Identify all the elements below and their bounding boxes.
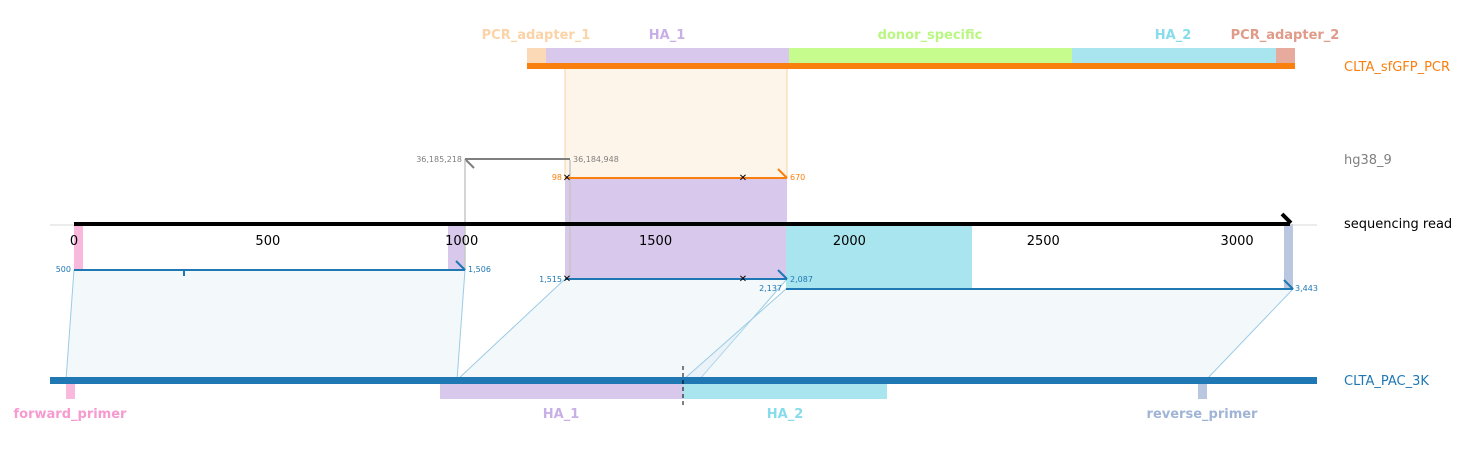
plasmid-coord-seg2-start: 1,515 (539, 275, 562, 284)
pcr-feature-label-ha-1: HA_1 (649, 28, 686, 43)
pcr-feature-label-adapter-2: PCR_adapter_2 (1231, 28, 1340, 43)
plasmid-feature-reverse-primer (1198, 382, 1207, 399)
pcr-feature-label-ha-2: HA_2 (1155, 28, 1192, 43)
pcr-alignment-mismatch-2: ✕ (739, 173, 747, 184)
pcr-alignment-strand-hook (777, 168, 788, 179)
forward-primer-read-highlight (74, 224, 83, 270)
plasmid-feature-forward-primer (66, 382, 75, 399)
ha1-read-highlight (565, 178, 787, 279)
plasmid-alignment-mismatch-1: ✕ (563, 274, 571, 285)
plasmid-feature-ha-1 (440, 382, 683, 399)
pcr-alignment: ✕ ✕ 98 670 (552, 168, 805, 184)
plasmid-coord-seg3-start: 2,137 (759, 284, 782, 293)
plasmid-connector-3 (681, 288, 1295, 381)
read-axis-tick-label: 1000 (445, 234, 478, 249)
pcr-feature-label-adapter-1: PCR_adapter_1 (482, 28, 591, 43)
ha2-read-highlight (786, 224, 972, 289)
ha1-read-left-highlight (448, 224, 465, 270)
plasmid-feature-label-forward-primer: forward_primer (14, 407, 128, 422)
plasmid-track-label: CLTA_PAC_3K (1344, 374, 1429, 389)
genome-coord-left: 36,185,218 (416, 155, 462, 164)
pcr-alignment-mismatch-1: ✕ (563, 173, 571, 184)
plasmid-alignment-mismatch-2: ✕ (739, 274, 747, 285)
read-axis-tick-label: 2500 (1027, 234, 1060, 249)
plasmid-alignment-hook-3 (1283, 279, 1294, 290)
pcr-feature-donor-specific (789, 48, 1072, 65)
pcr-alignment-coord-end: 670 (790, 173, 805, 182)
pcr-backbone (527, 63, 1295, 69)
plasmid-coord-seg2-end: 2,087 (790, 275, 813, 284)
read-axis-tick-label: 3000 (1221, 234, 1254, 249)
plasmid-connector-1 (65, 269, 466, 381)
plasmid-alignment-hook-2 (777, 269, 788, 280)
read-axis-ticks: 0 500 1000 1500 2000 2500 3000 (70, 234, 1254, 249)
plasmid-feature-label-reverse-primer: reverse_primer (1147, 407, 1259, 422)
genome-track: 36,185,218 36,184,948 hg38_9 (416, 153, 1392, 279)
plasmid-coord-seg1-end: 1,506 (468, 265, 491, 274)
pcr-alignment-coord-start: 98 (552, 173, 562, 182)
genome-coord-right: 36,184,948 (573, 155, 619, 164)
pcr-track-label: CLTA_sfGFP_PCR (1344, 60, 1450, 75)
genome-strand-hook (464, 158, 475, 169)
pcr-feature-ha-2 (1072, 48, 1276, 65)
pcr-highlight-region (564, 65, 788, 179)
plasmid-alignment-hook-1 (455, 260, 466, 271)
pcr-feature-adapter-1 (527, 48, 546, 65)
genome-track-label: hg38_9 (1344, 153, 1392, 168)
pcr-feature-label-donor-specific: donor_specific (878, 28, 983, 43)
read-axis-tick-label: 2000 (833, 234, 866, 249)
plasmid-coord-seg1-start: 500 (56, 265, 71, 274)
plasmid-track: forward_primer HA_1 HA_2 reverse_primer … (14, 366, 1429, 422)
read-axis-tick-label: 1500 (639, 234, 672, 249)
read-axis-arrowhead (1280, 212, 1293, 225)
read-axis-tick-label: 500 (255, 234, 280, 249)
plasmid-feature-ha-2 (683, 382, 887, 399)
plasmid-alignments: 500 1,506 ✕ ✕ 1,515 2,087 2,137 3,443 (56, 260, 1318, 293)
read-track-label: sequencing read (1344, 217, 1452, 232)
reverse-primer-read-highlight (1284, 224, 1293, 289)
pcr-track: PCR_adapter_1 HA_1 donor_specific HA_2 P… (482, 28, 1450, 75)
read-track: 0 500 1000 1500 2000 2500 3000 sequencing read (50, 212, 1452, 249)
plasmid-feature-label-ha-1: HA_1 (543, 407, 580, 422)
plasmid-coord-seg3-end: 3,443 (1295, 284, 1318, 293)
plasmid-feature-label-ha-2: HA_2 (767, 407, 804, 422)
pcr-feature-ha-1 (546, 48, 789, 65)
pcr-feature-adapter-2 (1276, 48, 1295, 65)
read-axis-tick-label: 0 (70, 234, 78, 249)
